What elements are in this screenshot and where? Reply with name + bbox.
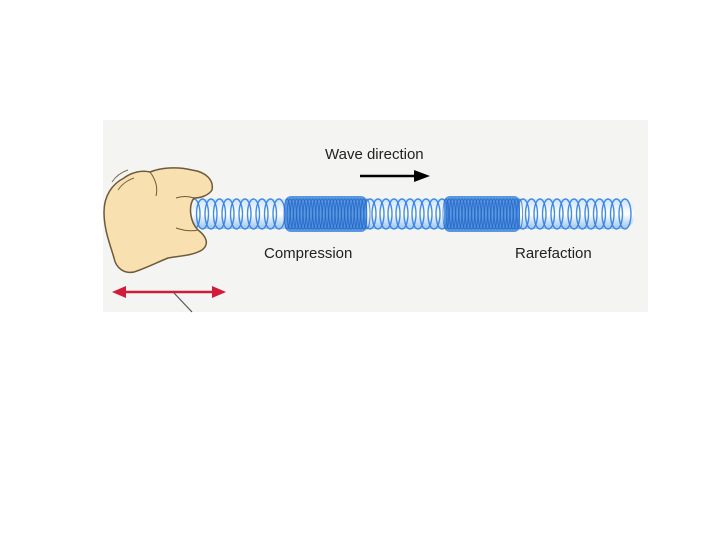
rarefaction-label: Rarefaction xyxy=(515,245,592,262)
compression-label: Compression xyxy=(264,245,352,262)
arrow-right-icon xyxy=(360,170,430,182)
wave-direction-label: Wave direction xyxy=(325,146,424,163)
double-arrow-icon xyxy=(112,286,226,312)
